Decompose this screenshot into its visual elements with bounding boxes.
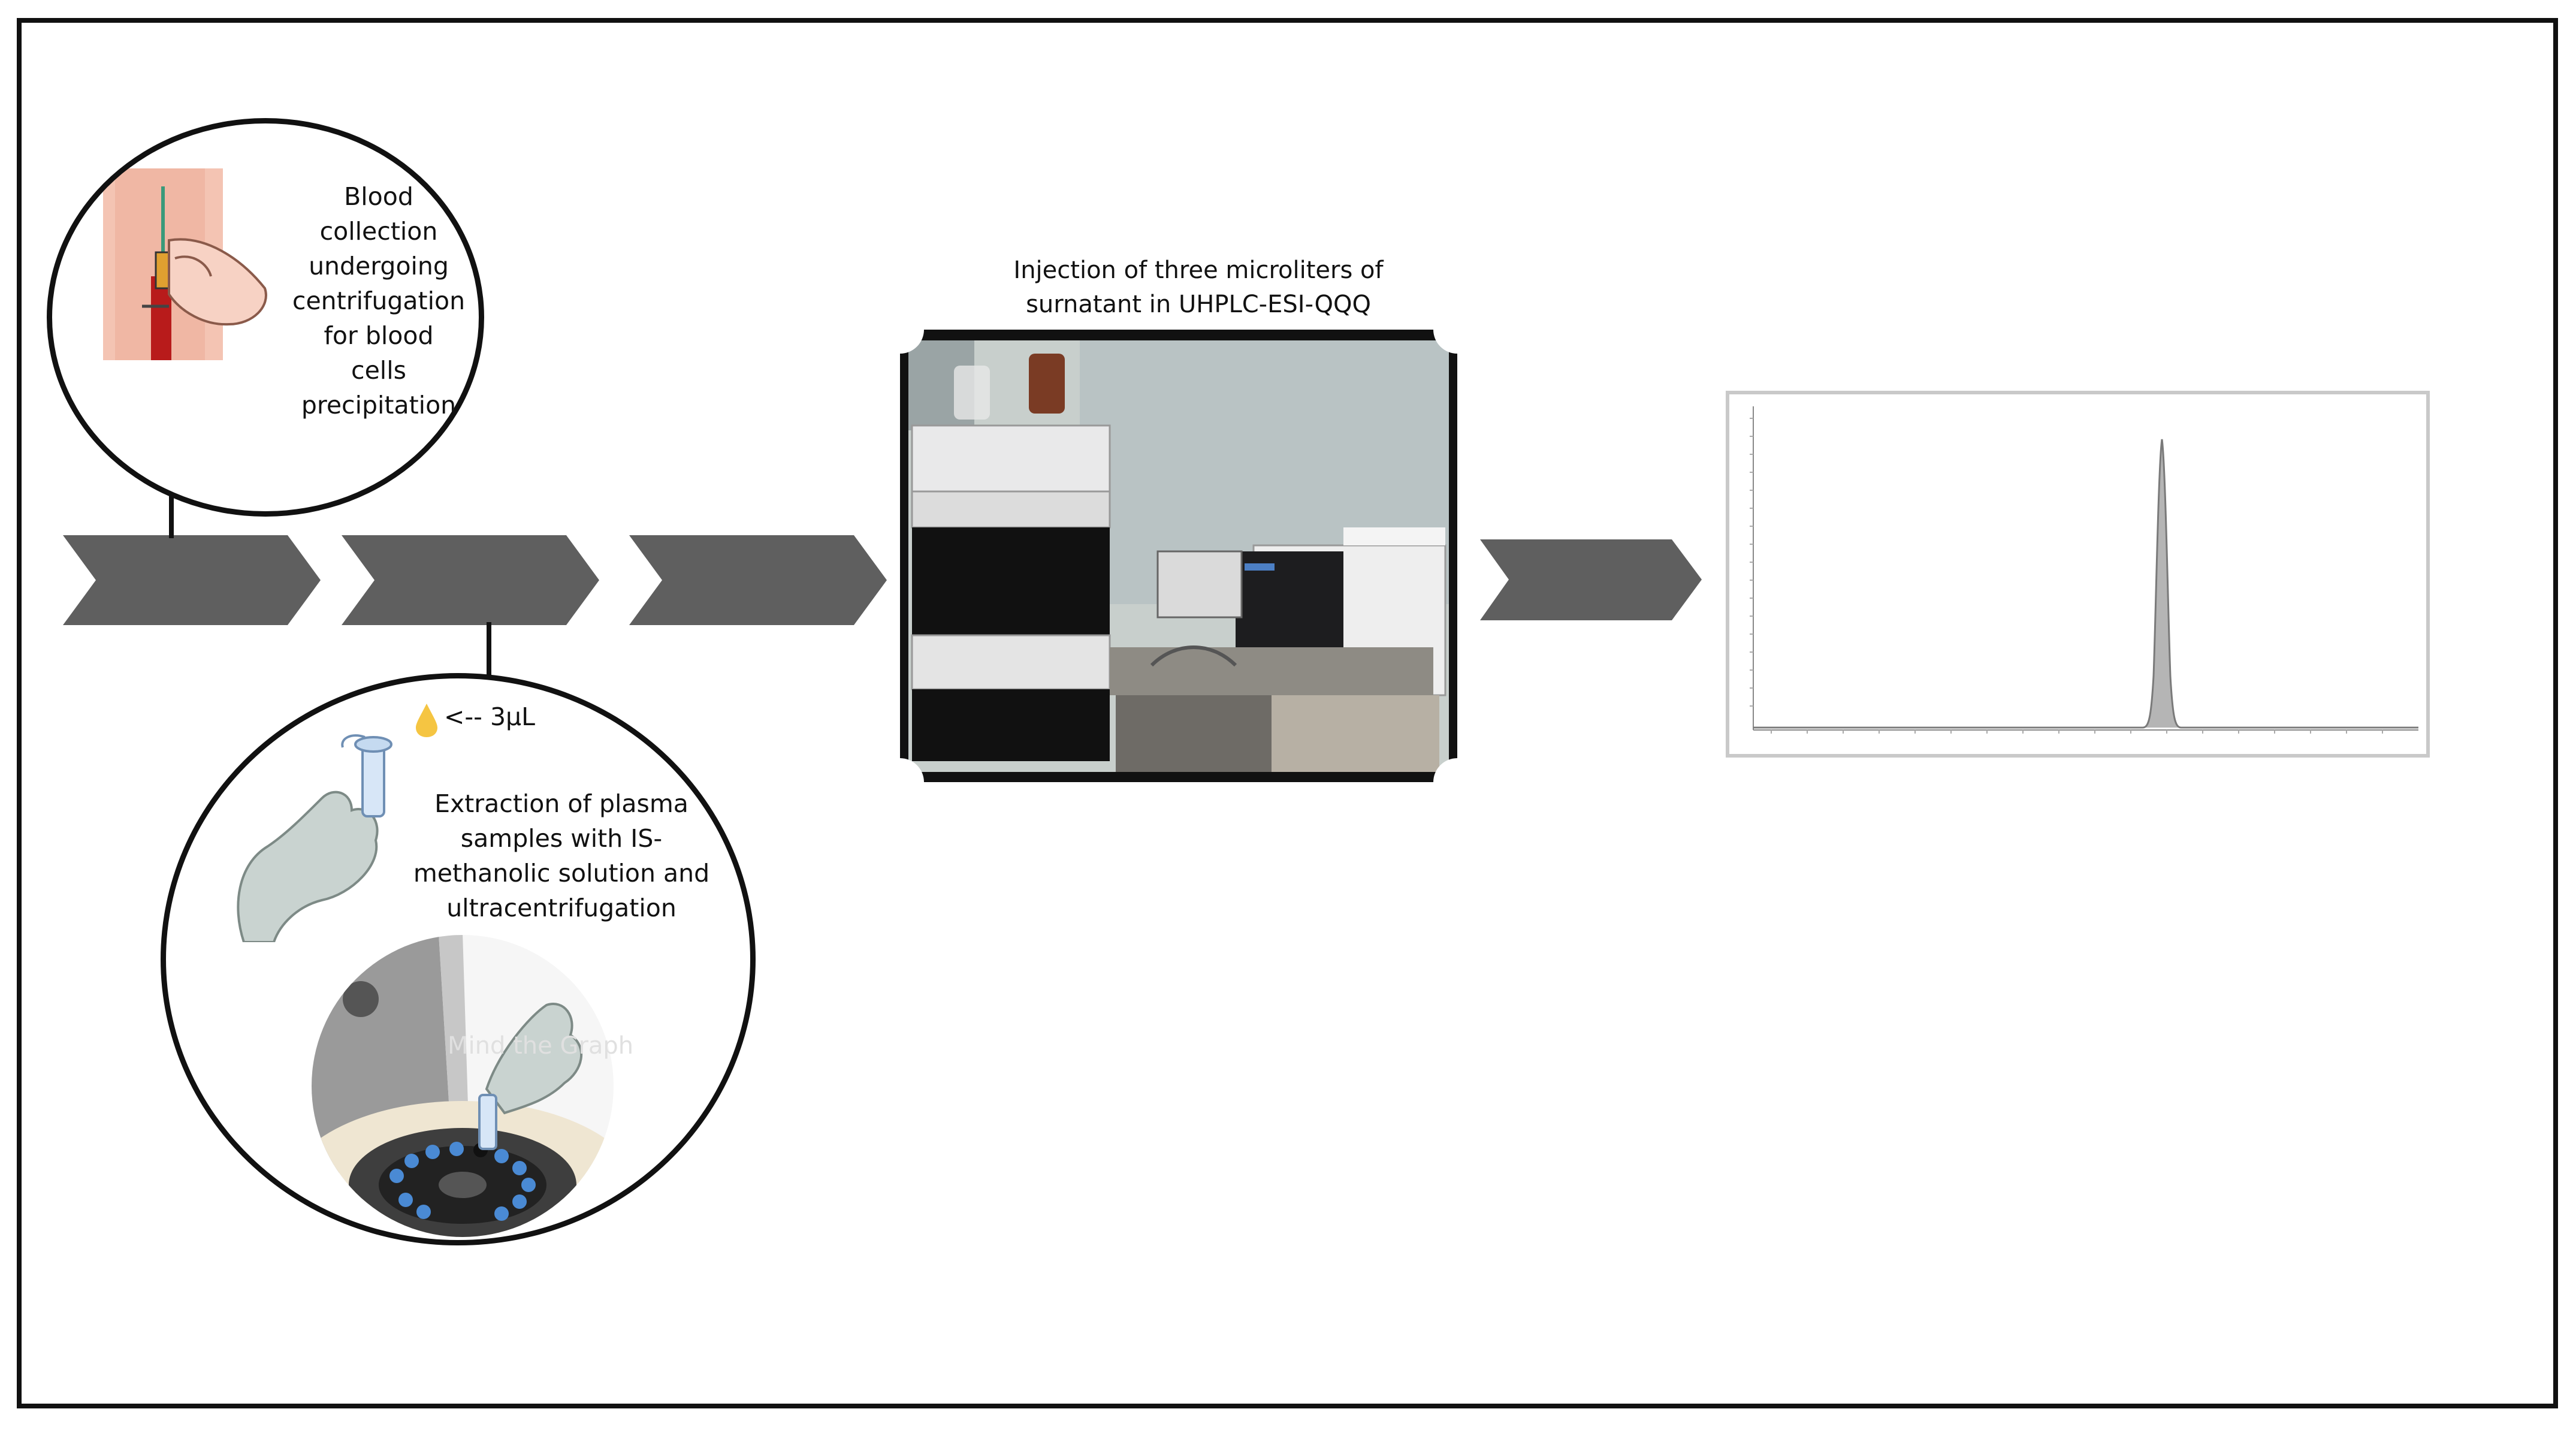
volume-note: <-- 3μL — [444, 702, 535, 731]
chromatogram-panel — [1726, 391, 2430, 758]
process-arrow-1 — [63, 535, 321, 625]
figure-frame — [17, 18, 2558, 1408]
label-line: Blood — [344, 182, 413, 211]
label-line: cells — [351, 356, 406, 385]
label-line: collection — [319, 217, 438, 246]
label-line: centrifugation — [292, 286, 466, 315]
label-line: surnatant in UHPLC-ESI-QQQ — [1026, 291, 1371, 318]
watermark: Mind the Graph — [448, 1032, 634, 1060]
label-line: Injection of three microliters of — [1013, 257, 1384, 284]
process-arrow-3 — [629, 535, 887, 625]
label-line: methanolic solution and — [413, 859, 710, 888]
chromatogram-peak — [1753, 439, 2418, 729]
label-line: for blood — [324, 321, 434, 350]
label-line: Extraction of plasma — [434, 789, 688, 818]
centrifuge-illustration — [312, 935, 614, 1237]
label-line: samples with IS- — [460, 824, 663, 853]
chromatogram-plot — [1750, 406, 2418, 734]
gloved-hand-tube-illustration — [237, 734, 392, 942]
blood-draw-illustration — [103, 168, 267, 360]
extraction-label: Extraction of plasma samples with IS- me… — [412, 786, 711, 925]
label-line: precipitation — [301, 391, 457, 420]
process-arrow-4 — [1480, 539, 1702, 620]
extraction-circle: <-- 3μL Extraction of plasma samples wit… — [161, 673, 756, 1245]
process-arrow-2 — [342, 535, 599, 625]
label-line: ultracentrifugation — [446, 894, 677, 922]
drop-icon — [416, 704, 437, 737]
injection-label: Injection of three microliters of surnat… — [953, 254, 1444, 322]
blood-collection-circle: Blood collection undergoing centrifugati… — [47, 118, 484, 517]
uhplc-instrument-photo — [900, 330, 1457, 782]
connector-step1 — [169, 496, 174, 538]
blood-collection-label: Blood collection undergoing centrifugati… — [280, 179, 478, 423]
label-line: undergoing — [309, 252, 449, 280]
connector-step2 — [487, 622, 491, 676]
